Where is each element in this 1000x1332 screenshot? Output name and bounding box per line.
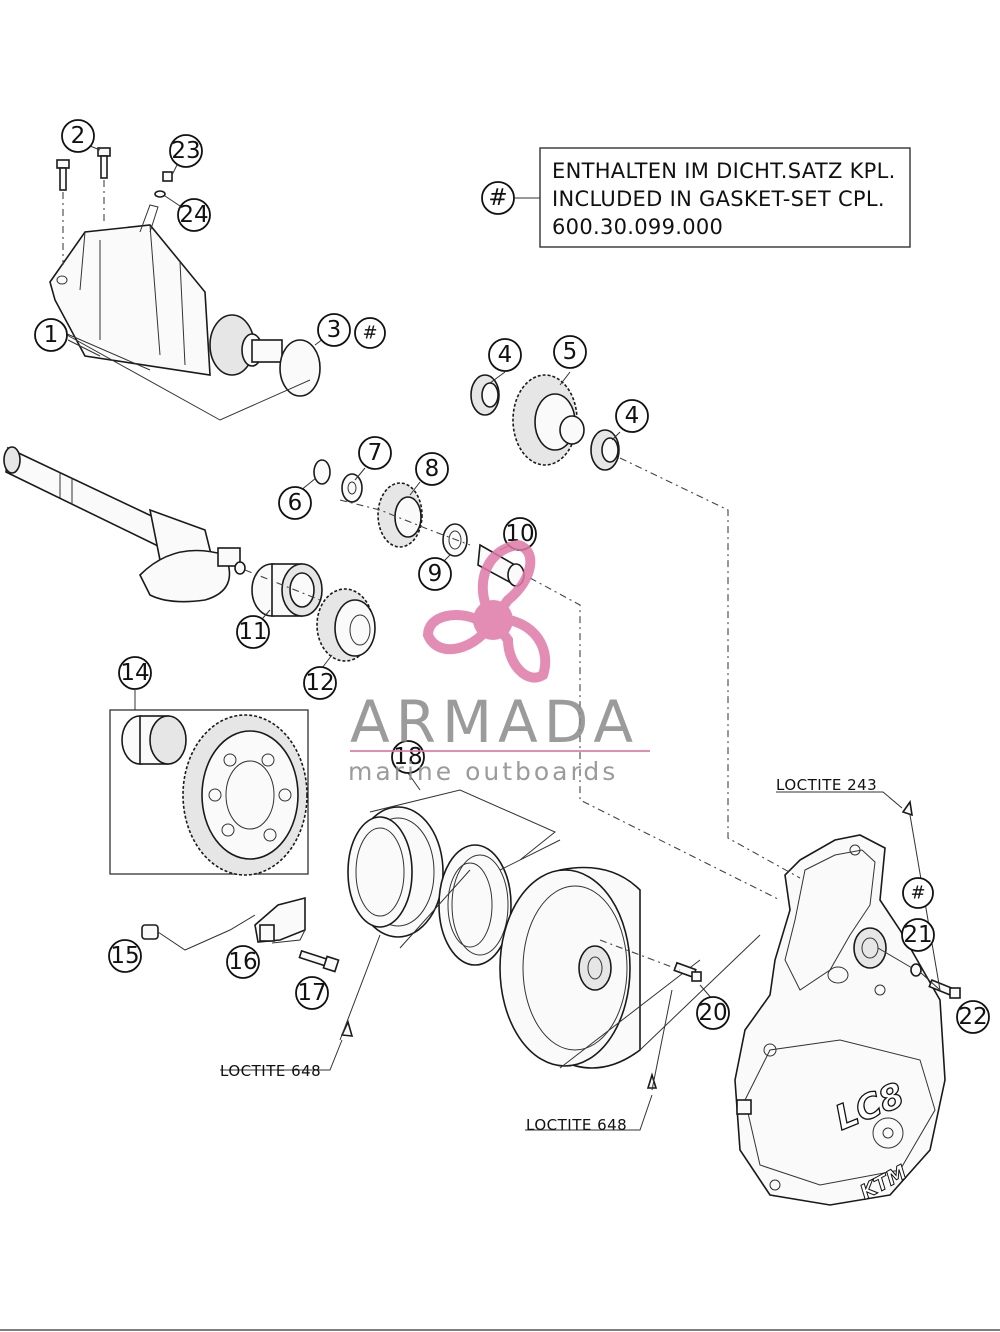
loctite-648-label-right: LOCTITE 648 [526, 1116, 627, 1134]
callout-8: 8 [415, 452, 449, 486]
flywheel-rotor [499, 866, 641, 1069]
washer-7 [341, 473, 363, 503]
svg-text:2: 2 [71, 123, 86, 149]
callout-4-right: 4 [615, 399, 649, 433]
svg-text:14: 14 [120, 660, 149, 686]
loctite-648-label-left: LOCTITE 648 [220, 1062, 321, 1080]
gear-8 [377, 482, 423, 548]
callout-3-hash: # [354, 317, 386, 349]
svg-text:20: 20 [698, 1000, 727, 1026]
note-line-1: ENTHALTEN IM DICHT.SATZ KPL. [552, 159, 896, 183]
needle-bearing-11 [251, 563, 323, 617]
svg-text:LOCTITE 648: LOCTITE 648 [220, 1062, 321, 1080]
svg-text:16: 16 [228, 949, 257, 975]
svg-text:11: 11 [238, 619, 267, 645]
callout-1: 1 [34, 318, 68, 352]
bearing-4-right [590, 429, 620, 471]
svg-text:4: 4 [625, 403, 640, 429]
svg-text:12: 12 [305, 670, 334, 696]
callout-6: 6 [278, 486, 312, 520]
svg-text:24: 24 [179, 202, 208, 228]
callout-22: 22 [956, 1000, 990, 1034]
svg-text:4: 4 [498, 342, 513, 368]
svg-text:#: # [910, 883, 925, 904]
svg-text:15: 15 [110, 943, 139, 969]
svg-text:LOCTITE 243: LOCTITE 243 [776, 776, 877, 794]
bolt-20 [673, 961, 702, 982]
callout-21: 21 [901, 918, 935, 952]
bolt-2b [97, 147, 111, 179]
circlip-6 [313, 459, 331, 485]
callout-2: 2 [61, 119, 95, 153]
bracket-16 [254, 896, 306, 943]
starter-shaft [3, 446, 246, 603]
svg-text:18: 18 [393, 744, 422, 770]
armada-watermark: ARMADA marine outboards [348, 539, 650, 786]
svg-text:LOCTITE 648: LOCTITE 648 [526, 1116, 627, 1134]
note-hash-callout: # [481, 181, 515, 215]
callout-16: 16 [226, 945, 260, 979]
svg-text:8: 8 [425, 456, 440, 482]
loctite-243-label: LOCTITE 243 [776, 776, 877, 794]
callout-5: 5 [553, 335, 587, 369]
plug-15 [141, 924, 159, 940]
kit-14-box [109, 709, 309, 876]
bearing-4-left [470, 374, 500, 416]
watermark-tagline: marine outboards [348, 757, 618, 786]
callout-12: 12 [303, 666, 337, 700]
propeller-logo-icon [422, 539, 551, 683]
gear-12 [316, 588, 376, 662]
bolt-2a [56, 159, 70, 191]
callout-3: 3 [317, 313, 351, 347]
callout-24: 24 [177, 198, 211, 232]
bushing-9 [442, 523, 468, 557]
callout-14: 14 [118, 656, 152, 690]
svg-text:1: 1 [44, 322, 59, 348]
clutch-cover: LC8 KTM [734, 834, 946, 1206]
starter-motor [49, 204, 321, 397]
svg-text:3: 3 [327, 317, 342, 343]
svg-text:9: 9 [428, 561, 443, 587]
washer-21 [910, 963, 922, 977]
ring-gear [438, 844, 512, 966]
note-line-3: 600.30.099.000 [552, 215, 723, 239]
bolt-17 [298, 949, 340, 973]
gasket-set-note: ENTHALTEN IM DICHT.SATZ KPL. INCLUDED IN… [481, 147, 911, 248]
bolt-22 [928, 979, 961, 999]
svg-text:5: 5 [563, 339, 578, 365]
svg-text:7: 7 [368, 440, 383, 466]
callout-15: 15 [108, 939, 142, 973]
callout-21-hash: # [902, 877, 934, 909]
gear-5 [512, 374, 585, 466]
callout-20: 20 [696, 996, 730, 1030]
callout-11: 11 [236, 615, 270, 649]
svg-text:22: 22 [958, 1004, 987, 1030]
callout-23: 23 [169, 134, 203, 168]
callout-17: 17 [295, 976, 329, 1010]
svg-text:#: # [488, 185, 507, 211]
svg-text:17: 17 [297, 980, 326, 1006]
svg-text:21: 21 [903, 922, 932, 948]
svg-text:23: 23 [171, 138, 200, 164]
callout-7: 7 [358, 436, 392, 470]
callout-4-left: 4 [488, 338, 522, 372]
callout-9: 9 [418, 557, 452, 591]
note-line-2: INCLUDED IN GASKET-SET CPL. [552, 187, 885, 211]
seal-ring-18 [347, 806, 444, 938]
watermark-brand: ARMADA [350, 688, 639, 756]
callout-18: 18 [391, 740, 425, 774]
svg-text:6: 6 [288, 490, 303, 516]
svg-text:#: # [362, 323, 377, 344]
